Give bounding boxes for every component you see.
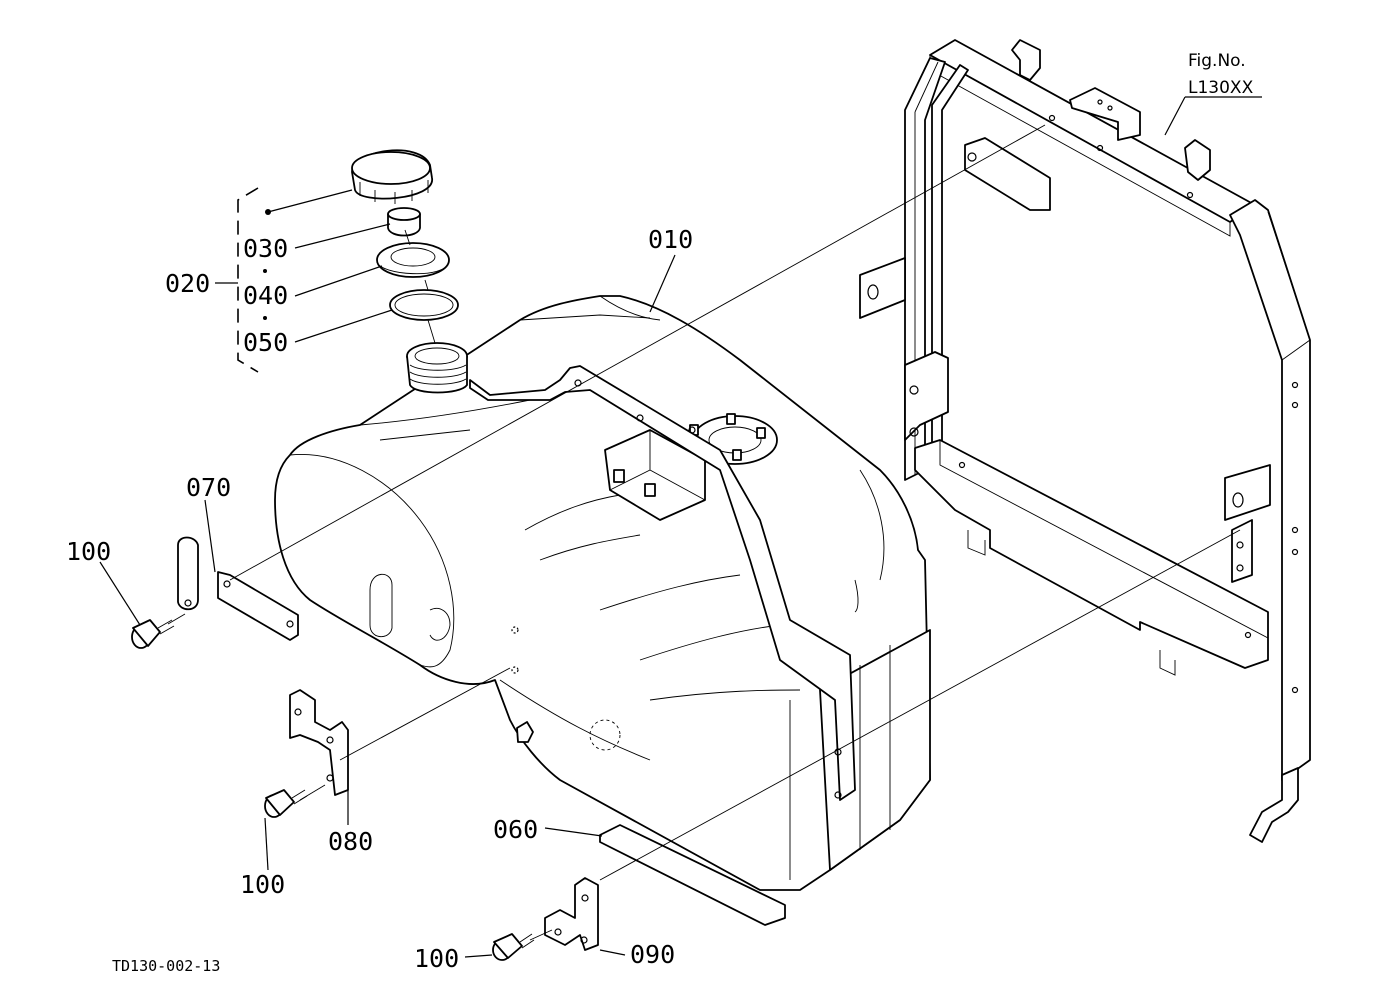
fuel-cap: [351, 149, 433, 204]
callout-040: 040: [243, 281, 288, 310]
drawing-code: TD130-002-13: [112, 957, 220, 975]
callout-090: 090: [630, 940, 675, 969]
callout-080: 080: [328, 827, 373, 856]
callout-100-a: 100: [66, 537, 111, 566]
fig-no-value: L130XX: [1188, 78, 1254, 98]
callout-100-c: 100: [414, 944, 459, 973]
fuel-tank: [274, 295, 931, 891]
pad-060: [599, 824, 786, 926]
callout-100-b: 100: [240, 870, 285, 899]
plate-070: [177, 536, 299, 641]
fig-no-label: Fig.No.: [1188, 51, 1246, 71]
cap-ring-040: [376, 242, 450, 278]
bracket-080: [289, 689, 349, 796]
kit-020-brace: [237, 187, 259, 373]
bolt-100-b: [264, 789, 308, 818]
assembly-lines: [167, 124, 1241, 941]
callout-020: 020: [165, 269, 210, 298]
frame-assembly: [859, 39, 1311, 843]
cap-axis-line: [404, 229, 436, 344]
cap-packing-030: [387, 207, 421, 237]
callout-030: 030: [243, 234, 288, 263]
bolt-100-c: [492, 933, 535, 961]
o-ring-050: [389, 289, 459, 321]
callout-070: 070: [186, 473, 231, 502]
callout-060: 060: [493, 815, 538, 844]
callout-leaders: [99, 96, 1262, 958]
callout-050: 050: [243, 328, 288, 357]
bolt-100-a: [131, 619, 175, 649]
callout-010: 010: [648, 225, 693, 254]
bracket-090: [544, 877, 599, 951]
